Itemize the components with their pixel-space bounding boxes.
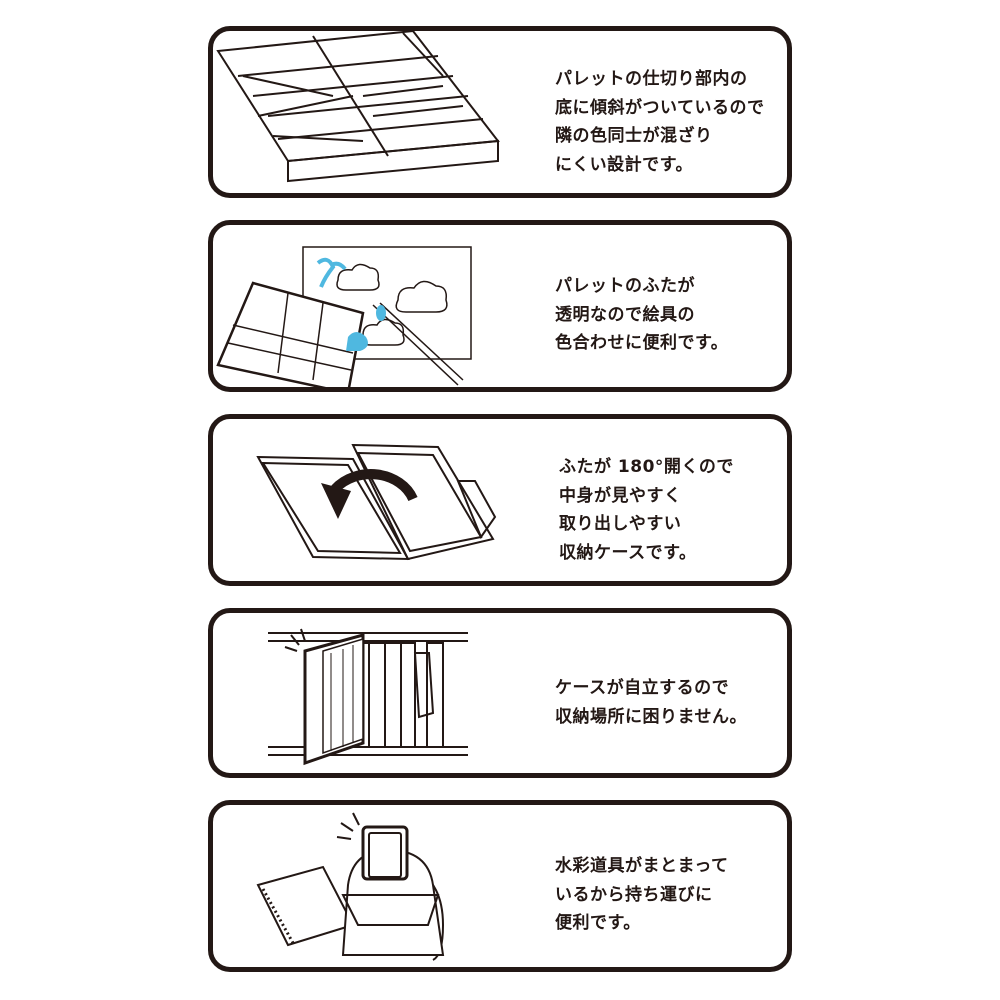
feature-line: パレットのふたが xyxy=(555,276,695,296)
bookshelf-illustration xyxy=(268,628,468,766)
feature-line: 収納場所に困りません。 xyxy=(555,706,747,727)
feature-line: いるから持ち運びに xyxy=(555,884,713,905)
feature-line: 収納ケースです。 xyxy=(559,542,697,563)
feature-line: パレットの仕切り部内の xyxy=(555,69,748,89)
feature-line: 中身が見やすく xyxy=(559,485,682,506)
open-case-illustration xyxy=(256,443,497,561)
feature-line: 水彩道具がまとまって xyxy=(555,856,729,876)
feature-line: にくい設計です。 xyxy=(555,154,693,175)
feature-line: 便利です。 xyxy=(555,913,641,933)
feature-panel-portable: 水彩道具がまとまって いるから持ち運びに 便利です。 xyxy=(208,800,792,972)
feature-line: 取り出しやすい xyxy=(559,514,682,534)
feature-line: ケースが自立するので xyxy=(555,678,730,698)
feature-text: 水彩道具がまとまって いるから持ち運びに 便利です。 xyxy=(555,852,728,938)
feature-line: 隣の色同士が混ざり xyxy=(555,126,713,146)
feature-panel-self-standing: ケースが自立するので 収納場所に困りません。 xyxy=(208,608,792,778)
feature-text: ふたが 180°開くので 中身が見やすく 取り出しやすい 収納ケースです。 xyxy=(559,453,734,567)
feature-line: 底に傾斜がついているので xyxy=(555,97,765,118)
feature-panel-180-open: ふたが 180°開くので 中身が見やすく 取り出しやすい 収納ケースです。 xyxy=(208,414,792,586)
feature-line: 色合わせに便利です。 xyxy=(555,333,729,353)
backpack-illustration xyxy=(256,812,445,961)
feature-text: パレットの仕切り部内の 底に傾斜がついているので 隣の色同士が混ざり にくい設計… xyxy=(555,65,765,179)
feature-text: パレットのふたが 透明なので絵具の 色合わせに便利です。 xyxy=(555,272,728,358)
feature-line: ふたが 180°開くので xyxy=(559,457,734,477)
feature-line: 透明なので絵具の xyxy=(555,304,695,325)
feature-panel-sloped-wells: パレットの仕切り部内の 底に傾斜がついているので 隣の色同士が混ざり にくい設計… xyxy=(208,26,792,198)
transparent-lid-illustration xyxy=(216,246,472,387)
feature-panel-transparent-lid: パレットのふたが 透明なので絵具の 色合わせに便利です。 xyxy=(208,220,792,392)
palette-wells-illustration xyxy=(216,31,500,183)
feature-text: ケースが自立するので 収納場所に困りません。 xyxy=(555,674,747,731)
